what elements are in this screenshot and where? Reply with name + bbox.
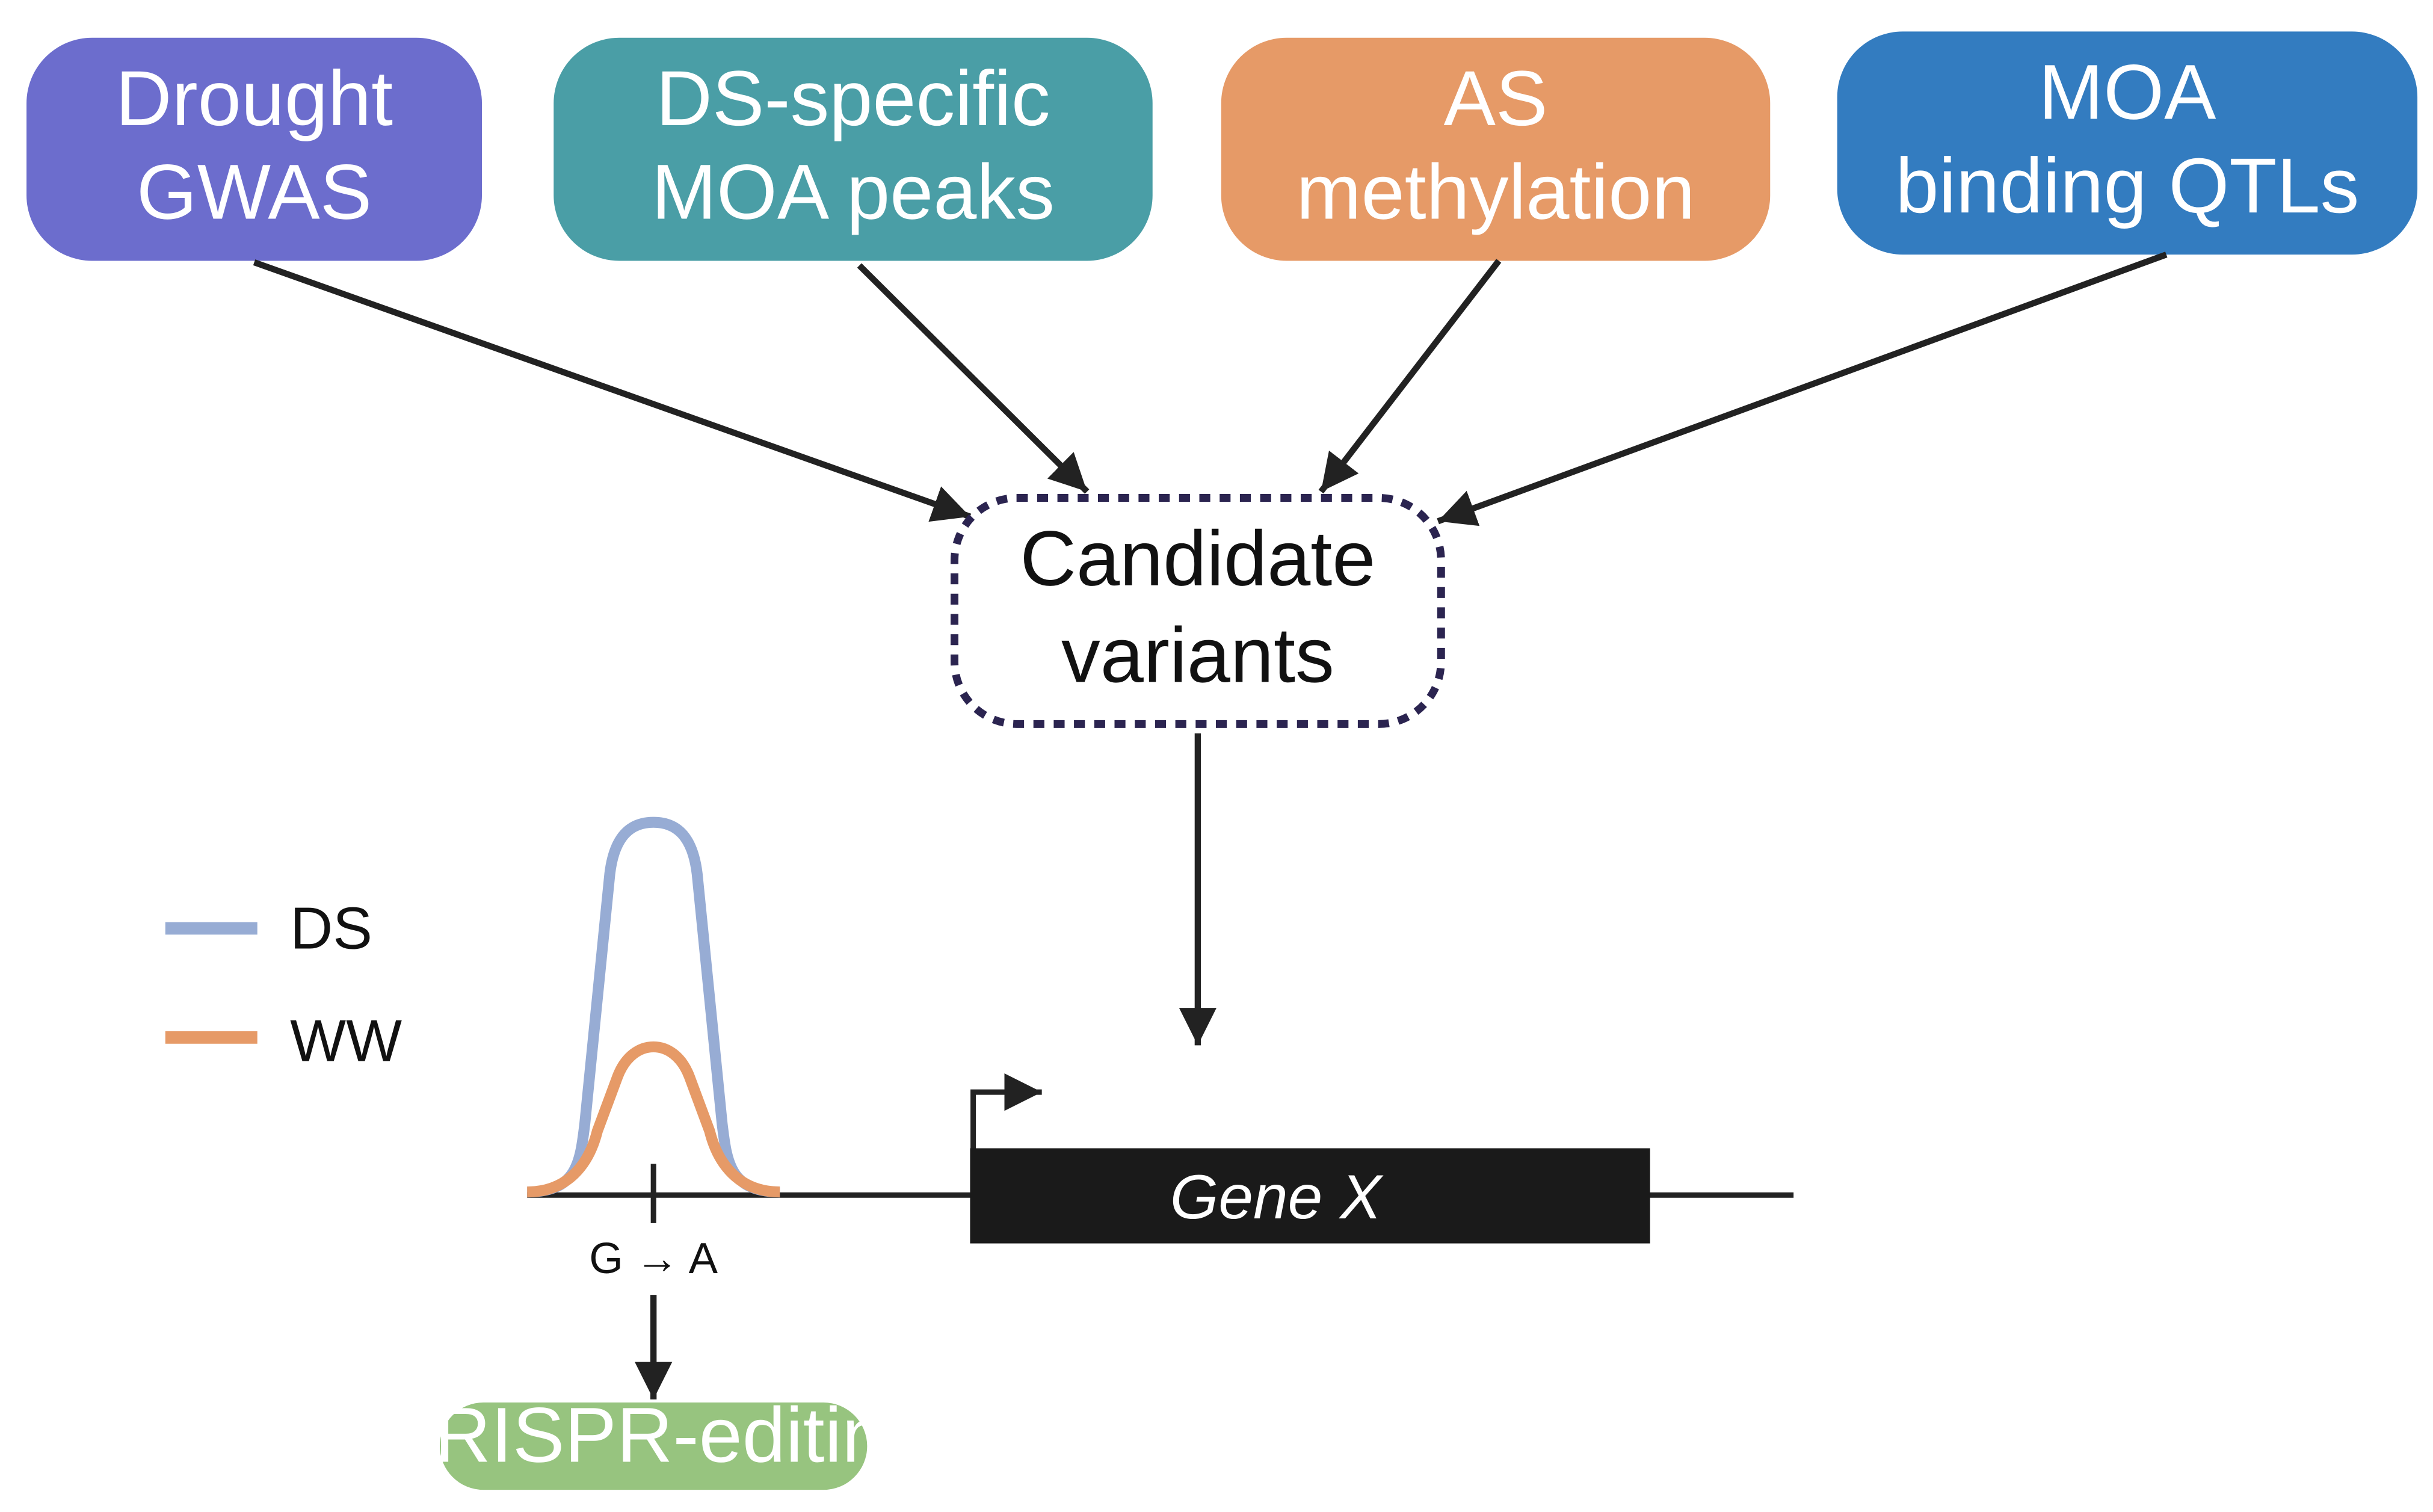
transcription-start-arrow [970,1073,1042,1150]
box-label-line2: MOA peaks [652,149,1055,235]
candidate-border [951,493,1445,728]
peak-ww [526,1041,780,1198]
arrow-moa-peaks-to-candidate [857,263,1090,494]
box-label-line1: AS [1444,55,1548,142]
box-label-line2: GWAS [137,149,372,235]
crispr-label: CRISPR-editing [378,1392,929,1479]
box-label-line1: Drought [116,55,393,142]
candidate-label-line1: Candidate [1020,516,1375,602]
box-label-line1: MOA [2038,49,2216,136]
source-box-moa-binding-qtls: MOA binding QTLs [1837,31,2418,255]
source-box-drought-gwas: Drought GWAS [26,37,483,261]
box-bg [1221,37,1771,261]
peak-ds [527,816,780,1198]
box-label-line2: binding QTLs [1895,143,2359,229]
gene-label: Gene X [1170,1162,1384,1232]
box-bg [1837,31,2418,255]
crispr-editing-box: CRISPR-editing [378,1392,929,1490]
gene-bg [970,1148,1650,1244]
variant-label: G → A [589,1234,718,1283]
legend-label-ww: WW [290,1007,402,1073]
arrow-drought-to-candidate [253,259,972,522]
candidate-variants-box: Candidate variants [951,493,1445,728]
box-bg [554,37,1153,261]
arrow-qtls-to-candidate [1437,251,2168,526]
legend-label-ds: DS [290,895,372,961]
source-arrows [253,251,2168,526]
box-bg [26,37,483,261]
legend: DS WW [165,895,402,1073]
box-label-line2: methylation [1297,149,1695,235]
source-box-ds-specific-moa-peaks: DS-specific MOA peaks [554,37,1153,261]
crispr-bg [440,1402,868,1490]
gene-x-box: Gene X [970,1148,1650,1244]
box-label-line1: DS-specific [656,55,1050,142]
source-box-as-methylation: AS methylation [1221,37,1771,261]
arrow-methylation-to-candidate [1318,259,1502,494]
candidate-label-line2: variants [1061,612,1334,699]
